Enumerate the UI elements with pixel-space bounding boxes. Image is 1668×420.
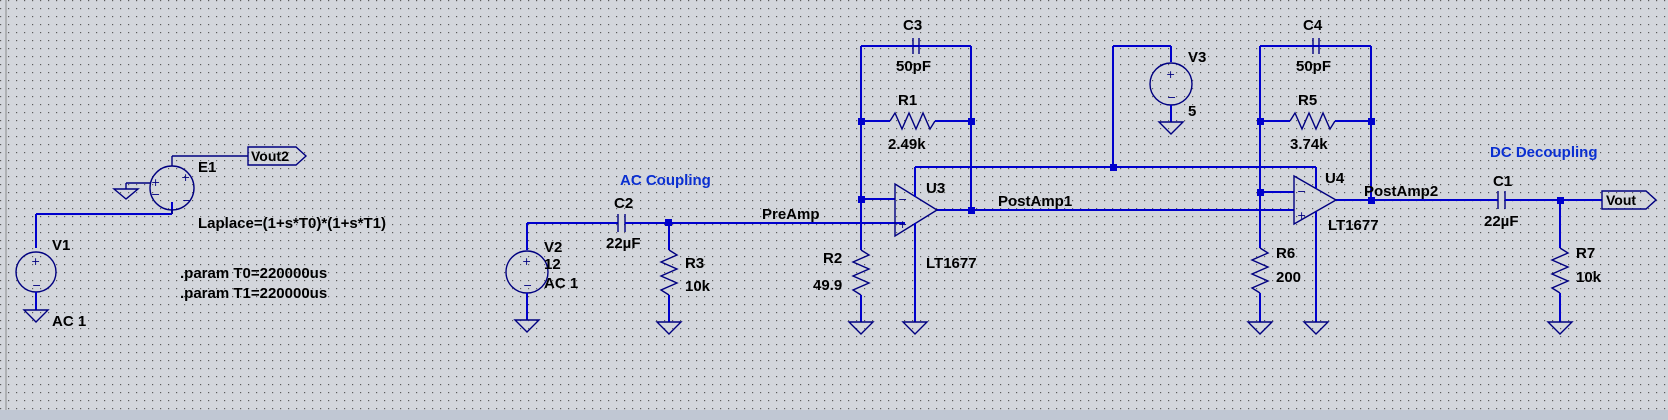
e1-ref: E1	[198, 159, 216, 176]
svg-text:+: +	[1297, 209, 1306, 222]
c2-ref: C2	[614, 195, 633, 212]
svg-text:+: +	[1166, 68, 1175, 81]
svg-text:Vout2: Vout2	[251, 148, 289, 164]
r5-ref: R5	[1298, 92, 1317, 109]
c1-capacitor[interactable]: C1 22µF	[1484, 173, 1519, 230]
u3-opamp[interactable]: − + U3 LT1677	[894, 172, 977, 335]
svg-text:+: +	[151, 176, 160, 189]
svg-text:−: −	[32, 279, 41, 292]
r5-resistor[interactable]: R5 3.74k	[1260, 92, 1371, 153]
r7-resistor[interactable]: R7 10k	[1546, 200, 1602, 335]
v1-ref: V1	[52, 237, 70, 254]
param-t1: .param T1=220000us	[180, 285, 327, 302]
r5-value: 3.74k	[1290, 136, 1328, 153]
r2-resistor[interactable]: R2 49.9	[813, 199, 875, 335]
c1-ref: C1	[1493, 173, 1512, 190]
svg-text:Vout: Vout	[1606, 192, 1636, 208]
svg-text:−: −	[151, 188, 160, 201]
u3-ref: U3	[926, 180, 945, 197]
svg-text:+: +	[522, 255, 531, 268]
vout2-flag[interactable]: Vout2	[247, 146, 308, 166]
postamp2-net-label: PostAmp2	[1364, 183, 1438, 200]
svg-text:−: −	[1297, 185, 1306, 198]
c3-value: 50pF	[896, 58, 931, 75]
r2-ref: R2	[823, 250, 842, 267]
r7-value: 10k	[1576, 269, 1602, 286]
v2-ac: AC 1	[544, 275, 578, 292]
r1-ref: R1	[898, 92, 917, 109]
postamp1-net-label: PostAmp1	[998, 193, 1072, 210]
v1-value: AC 1	[52, 313, 86, 330]
c2-value: 22µF	[606, 235, 641, 252]
u4-opamp[interactable]: − + U4 LT1677	[1293, 167, 1379, 335]
r2-value: 49.9	[813, 277, 842, 294]
r6-value: 200	[1276, 269, 1301, 286]
r3-value: 10k	[685, 278, 711, 295]
u4-value: LT1677	[1328, 217, 1379, 234]
svg-text:−: −	[523, 279, 532, 292]
v1-source[interactable]: + − V1 AC 1	[15, 202, 173, 330]
r1-value: 2.49k	[888, 136, 926, 153]
c4-capacitor[interactable]: C4 50pF	[1296, 17, 1331, 75]
svg-text:+: +	[181, 171, 190, 184]
v3-ref: V3	[1188, 49, 1206, 66]
v2-value: 12	[544, 256, 561, 273]
param-t0: .param T0=220000us	[180, 265, 327, 282]
svg-text:−: −	[1167, 91, 1176, 104]
ac-coupling-note: AC Coupling	[620, 172, 711, 189]
v3-value: 5	[1188, 103, 1196, 120]
vout-flag[interactable]: Vout	[1601, 190, 1658, 210]
c1-value: 22µF	[1484, 213, 1519, 230]
r1-resistor[interactable]: R1 2.49k	[861, 92, 971, 153]
r6-ref: R6	[1276, 245, 1295, 262]
svg-text:+: +	[31, 255, 40, 268]
c3-ref: C3	[903, 17, 922, 34]
dc-decoupling-note: DC Decoupling	[1490, 144, 1598, 161]
r3-ref: R3	[685, 255, 704, 272]
u4-ref: U4	[1325, 170, 1345, 187]
v2-ref: V2	[544, 239, 562, 256]
v2-source[interactable]: + − V2 12 AC 1	[505, 223, 578, 333]
svg-text:+: +	[898, 218, 907, 231]
v3-source[interactable]: + − V3 5	[1149, 46, 1206, 135]
r3-resistor[interactable]: R3 10k	[655, 223, 711, 335]
c3-capacitor[interactable]: C3 50pF	[896, 17, 931, 75]
u3-value: LT1677	[926, 255, 977, 272]
preamp-net-label: PreAmp	[762, 206, 820, 223]
laplace-directive: Laplace=(1+s*T0)*(1+s*T1)	[198, 215, 386, 232]
svg-text:−: −	[898, 193, 907, 206]
c4-value: 50pF	[1296, 58, 1331, 75]
r6-resistor[interactable]: R6 200	[1246, 192, 1301, 335]
svg-text:−: −	[182, 194, 191, 207]
e1-source[interactable]: + − + − E1 Laplace=(1+s*T0)*(1+s*T1) .pa…	[112, 155, 386, 302]
c4-ref: C4	[1303, 17, 1323, 34]
r7-ref: R7	[1576, 245, 1595, 262]
